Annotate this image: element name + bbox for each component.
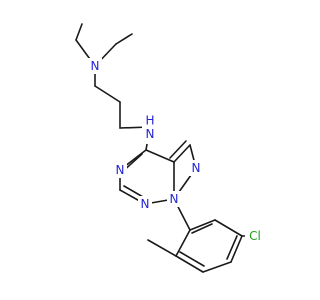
bond-double-ring-c4-c5 [226,235,238,260]
bond-ring-c1-c2 [175,229,191,257]
bond-ring-c6-c1 [189,219,216,231]
bond-c4-c3a [145,149,175,163]
atom-n-pyrimidine-bottom: N [138,196,152,212]
bond-double-ring-c2-c3 [179,251,205,267]
bond-double-c3a-c3 [169,140,187,159]
atom-n-pyrimidine-top: N [113,162,127,178]
bond-c3a-c3 [173,144,191,163]
bond-ethyl-right-ch3 [115,33,133,45]
bond-ring-c5-c6 [214,219,243,237]
atom-n-pyrazole-upper: N [189,160,203,176]
bond-propyl-c1-c2 [94,85,121,103]
bond-methyl [147,239,177,257]
atom-label-n: N [146,127,155,141]
bond-double-c2-n-bottom [123,185,144,198]
atom-label-n-pyrimidine-bottom: N [141,197,150,211]
atom-cl-substituent: Cl [245,228,265,244]
atom-n-pyrazole-aryl: N [167,191,181,207]
atom-label-n-pyrazole-aryl: N [170,192,179,206]
atom-label-n-pyrimidine-top: N [116,163,125,177]
atom-label-n-tertiary: N [91,59,100,73]
bond-ethyl-upper-ch3 [75,23,83,41]
atom-label-h: H [145,113,154,127]
atom-label-cl: Cl [249,229,261,243]
bond-ring-c2-c3 [175,255,204,273]
bond-ring-c4-c5 [230,235,243,263]
bond-double-ring-c6-c1 [191,223,213,234]
bond-ring-c3-c4 [202,261,232,273]
bond-layer [75,23,256,273]
atom-label-n-pyrazole-upper: N [192,161,201,175]
atom-n-tertiary-amine: N [88,58,102,74]
